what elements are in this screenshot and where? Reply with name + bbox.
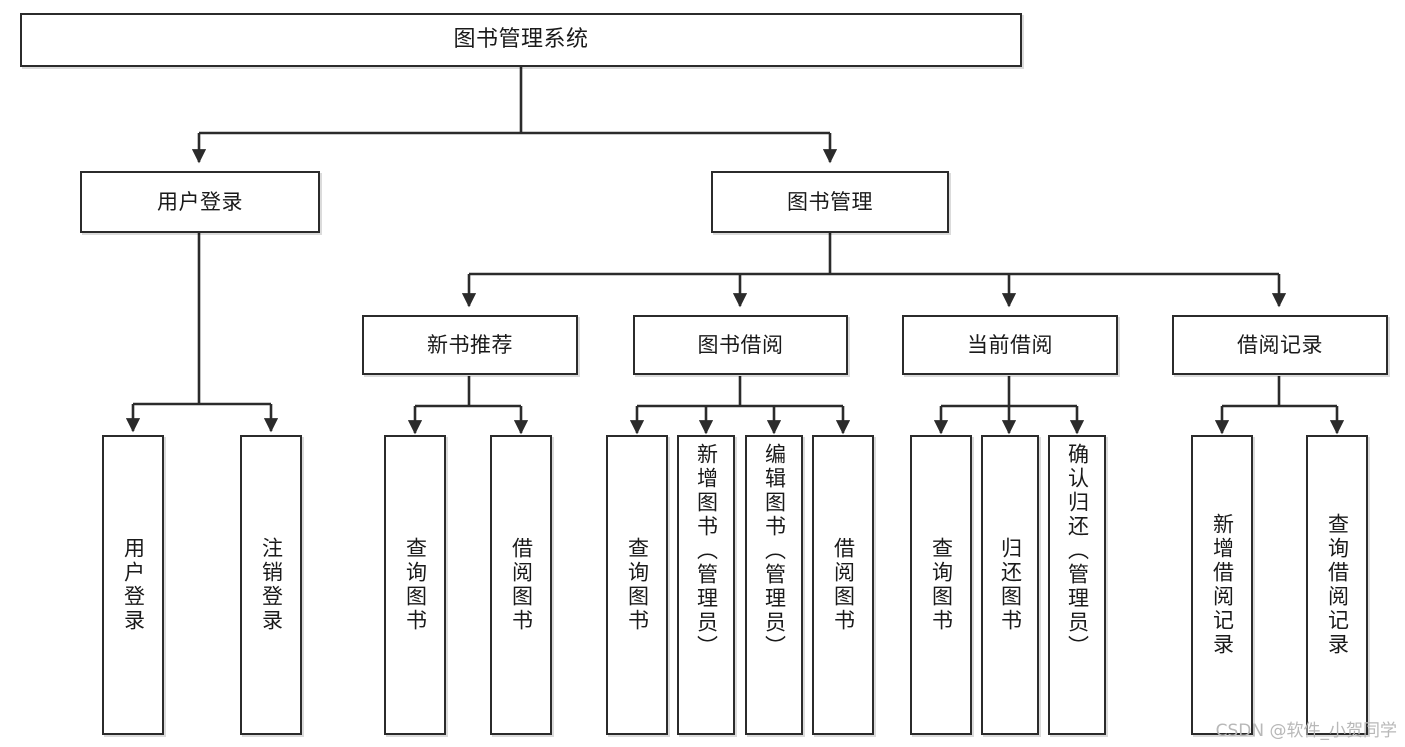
node-borrowing-records[interactable]: 借阅记录	[1172, 315, 1388, 375]
node-label: 确认归还（管理员）	[1065, 443, 1090, 659]
leaf-logout[interactable]: 注销登录	[240, 435, 302, 735]
node-label: 借阅图书	[509, 537, 534, 633]
leaf-user-login[interactable]: 用户登录	[102, 435, 164, 735]
node-label: 图书管理	[787, 189, 873, 214]
node-label: 借阅记录	[1237, 332, 1323, 357]
leaf-confirm-return-admin[interactable]: 确认归还（管理员）	[1048, 435, 1106, 735]
node-label: 编辑图书（管理员）	[762, 443, 787, 659]
node-label: 图书管理系统	[453, 27, 589, 53]
node-label: 查询图书	[625, 537, 650, 633]
node-new-book-recommendation[interactable]: 新书推荐	[362, 315, 578, 375]
node-label: 借阅图书	[831, 537, 856, 633]
leaf-add-borrow-record[interactable]: 新增借阅记录	[1191, 435, 1253, 735]
leaf-query-books-recommendation[interactable]: 查询图书	[384, 435, 446, 735]
node-book-management[interactable]: 图书管理	[711, 171, 949, 233]
node-label: 新增借阅记录	[1210, 513, 1235, 657]
node-label: 新增图书（管理员）	[694, 443, 719, 659]
leaf-add-book-admin[interactable]: 新增图书（管理员）	[677, 435, 735, 735]
node-label: 查询图书	[929, 537, 954, 633]
node-label: 查询借阅记录	[1325, 513, 1350, 657]
leaf-borrow-books-borrowing[interactable]: 借阅图书	[812, 435, 874, 735]
node-book-management-system[interactable]: 图书管理系统	[20, 13, 1022, 67]
node-label: 查询图书	[403, 537, 428, 633]
leaf-query-books-borrowing[interactable]: 查询图书	[606, 435, 668, 735]
leaf-query-books-current[interactable]: 查询图书	[910, 435, 972, 735]
node-label: 新书推荐	[427, 332, 513, 357]
node-label: 归还图书	[998, 537, 1023, 633]
node-book-borrowing[interactable]: 图书借阅	[633, 315, 848, 375]
node-label: 注销登录	[259, 537, 284, 633]
node-user-login[interactable]: 用户登录	[80, 171, 320, 233]
leaf-edit-book-admin[interactable]: 编辑图书（管理员）	[745, 435, 803, 735]
node-label: 用户登录	[121, 537, 146, 633]
csdn-watermark: CSDN @软件_小贺同学	[1215, 721, 1397, 741]
node-label: 当前借阅	[967, 332, 1053, 357]
leaf-borrow-books-recommendation[interactable]: 借阅图书	[490, 435, 552, 735]
node-label: 用户登录	[157, 189, 243, 214]
leaf-query-borrow-record[interactable]: 查询借阅记录	[1306, 435, 1368, 735]
node-current-borrowing[interactable]: 当前借阅	[902, 315, 1118, 375]
leaf-return-books[interactable]: 归还图书	[981, 435, 1039, 735]
node-label: 图书借阅	[697, 332, 784, 357]
